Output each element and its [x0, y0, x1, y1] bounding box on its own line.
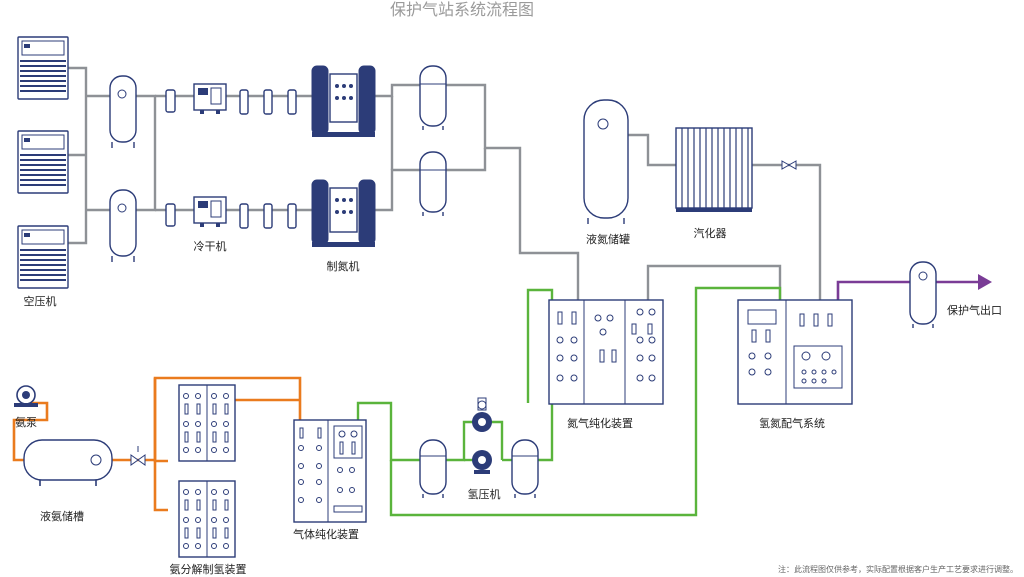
label-ammonia-pump: 氨泵	[15, 416, 37, 429]
vaporizer	[675, 127, 753, 212]
filter-upper-2	[239, 89, 249, 115]
nitrogen-buffer-tank-2	[419, 151, 447, 216]
valve-ammonia-tank-outlet	[130, 446, 146, 466]
air-compressor-2	[17, 130, 69, 194]
hydrogen-compressor-upper	[472, 397, 492, 432]
hydrogen-compressor-lower	[472, 450, 492, 474]
nitrogen-purifier	[548, 299, 664, 405]
ammonia-cracker-upper	[178, 384, 236, 462]
air-compressor-1	[17, 36, 69, 100]
air-tank-1	[109, 75, 137, 148]
pipe-output	[836, 274, 992, 300]
label-nitrogen-generator: 制氮机	[327, 259, 360, 273]
outlet-buffer-tank	[909, 261, 937, 328]
liquid-ammonia-tank	[23, 439, 113, 486]
nitrogen-generator-upper	[311, 65, 376, 137]
filter-upper-3	[263, 89, 273, 115]
filter-lower-1	[165, 203, 176, 227]
liquid-nitrogen-tank	[583, 99, 629, 224]
label-protective-gas-outlet: 保护气出口	[947, 303, 1002, 317]
label-liquid-nitrogen-tank: 液氮储罐	[586, 232, 630, 246]
dryer-lower	[193, 196, 227, 227]
hydrogen-buffer-tank-2	[511, 439, 539, 498]
label-nitrogen-purifier: 氮气纯化装置	[567, 416, 633, 430]
h2-n2-mixing-system	[737, 299, 853, 405]
ammonia-pump	[14, 385, 38, 407]
filter-lower-3	[263, 203, 273, 229]
pipes-air	[68, 66, 822, 300]
footer-note: 注：此流程图仅供参考，实际配置根据客户生产工艺要求进行调整。	[778, 564, 1018, 574]
filter-upper-4	[287, 89, 297, 115]
valve-vaporizer-outlet	[781, 160, 797, 170]
label-h2n2-mixing: 氢氮配气系统	[759, 416, 825, 430]
dryer-upper	[193, 83, 227, 114]
gas-purifier	[293, 419, 367, 523]
filter-upper-1	[165, 89, 176, 113]
label-liquid-ammonia-tank: 液氨储槽	[40, 509, 84, 523]
filter-lower-4	[287, 203, 297, 229]
diagram-title: 保护气站系统流程图	[390, 0, 534, 19]
nitrogen-generator-lower	[311, 179, 376, 247]
label-ammonia-cracker: 氨分解制氢装置	[170, 562, 247, 576]
ammonia-cracker-lower	[178, 480, 236, 558]
label-gas-purifier: 气体纯化装置	[293, 527, 359, 541]
air-tank-2	[109, 189, 137, 262]
label-dryer: 冷干机	[194, 239, 227, 253]
label-air-compressor: 空压机	[24, 294, 57, 308]
nitrogen-buffer-tank-1	[419, 65, 447, 130]
label-vaporizer: 汽化器	[694, 226, 727, 240]
label-hydrogen-compressor: 氢压机	[468, 487, 501, 501]
filter-lower-2	[239, 203, 249, 229]
air-compressor-3	[17, 225, 69, 289]
hydrogen-buffer-tank-1	[419, 439, 447, 498]
